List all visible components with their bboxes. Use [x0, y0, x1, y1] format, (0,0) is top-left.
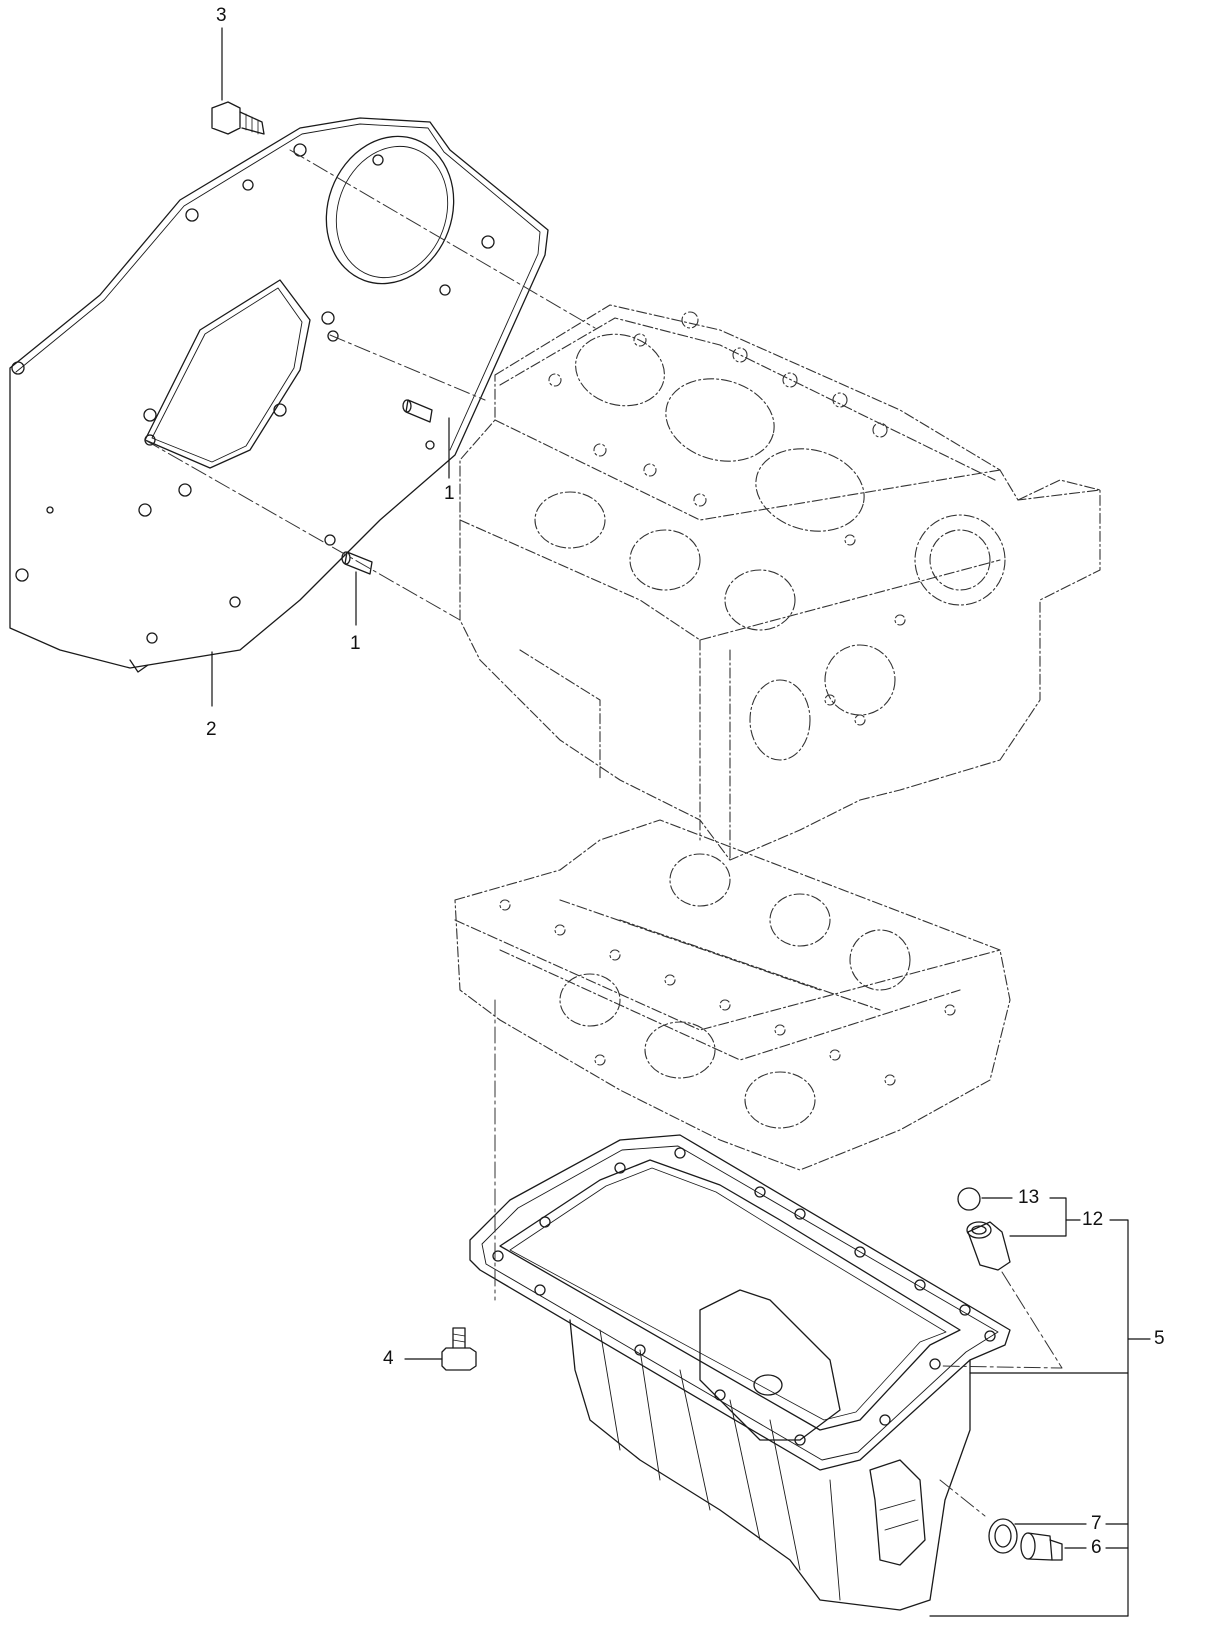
- callout-1-upper: 1: [444, 483, 455, 504]
- callout-13: 13: [1018, 1187, 1040, 1208]
- callout-2: 2: [206, 719, 217, 740]
- callout-4: 4: [383, 1348, 394, 1369]
- filler-cap-part-13: [957, 1187, 981, 1211]
- callout-1-lower: 1: [350, 633, 361, 654]
- dowel-pin-lower: [341, 551, 373, 575]
- lower-crankcase: [454, 819, 1011, 1171]
- dowel-pin-upper: [402, 399, 433, 423]
- callout-7: 7: [1091, 1513, 1102, 1534]
- callout-12: 12: [1082, 1209, 1104, 1230]
- callout-3: 3: [216, 5, 227, 26]
- filler-neck-part-12: [966, 1221, 1011, 1271]
- bolt-part-3: [211, 101, 265, 135]
- callout-5: 5: [1154, 1328, 1165, 1349]
- leader-lines: [211, 27, 1151, 1617]
- callout-6: 6: [1091, 1537, 1102, 1558]
- assembly-centerlines: [144, 149, 1063, 1517]
- flywheel-housing-plate: [9, 117, 549, 673]
- oil-pan: [469, 1134, 1011, 1611]
- cylinder-block: [459, 304, 1101, 861]
- washer-part-7: [988, 1518, 1018, 1554]
- bolt-part-4: [441, 1327, 477, 1371]
- drain-plug-part-6: [1020, 1532, 1063, 1561]
